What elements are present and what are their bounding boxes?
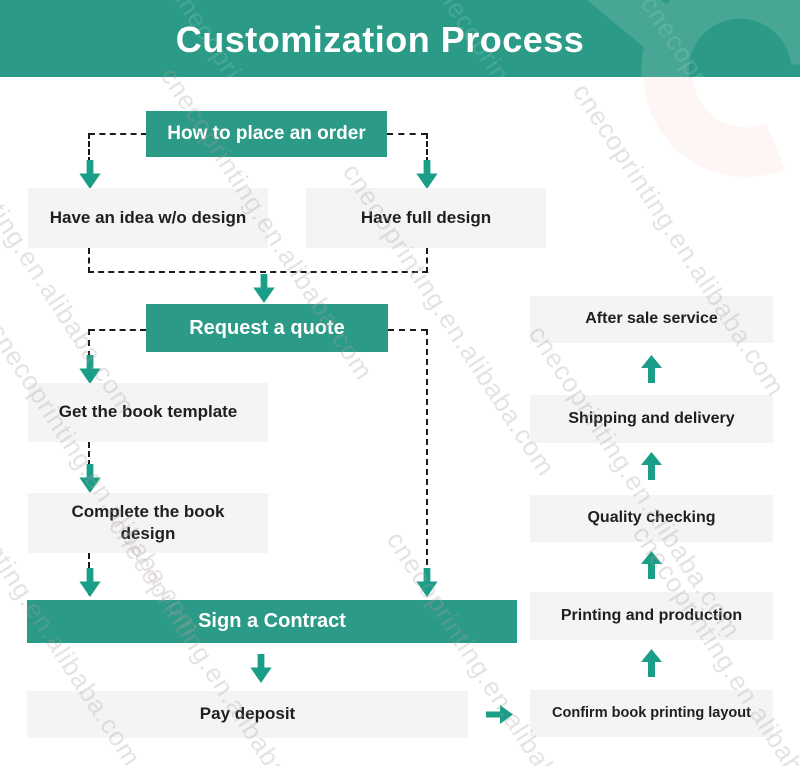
node-have-full-design: Have full design [306, 188, 546, 248]
node-label: Complete the book design [71, 501, 225, 543]
node-get-the-book-template: Get the book template [28, 383, 268, 442]
dashed-connector [388, 329, 427, 331]
arrow-down-icon [79, 160, 101, 189]
watermark-text: cnecoprinting.en.alibaba.com [0, 96, 142, 420]
arrow-up-icon [641, 452, 662, 480]
node-label: Request a quote [189, 316, 345, 339]
arrow-down-icon [79, 568, 101, 597]
node-label: How to place an order [167, 123, 366, 144]
dashed-connector [88, 329, 90, 357]
node-label: Have an idea w/o design [49, 207, 247, 227]
dashed-connector [88, 442, 90, 466]
node-label: Have full design [360, 207, 492, 227]
arrow-up-icon [641, 649, 662, 677]
arrow-down-icon [79, 355, 101, 384]
arrow-up-icon [641, 355, 662, 383]
node-label: Pay deposit [199, 704, 296, 724]
node-label: Shipping and delivery [568, 409, 735, 427]
dashed-connector [89, 133, 147, 135]
node-label: After sale service [585, 310, 718, 328]
node-quality-checking: Quality checking [530, 495, 773, 542]
header-banner: cnecoprinting.en.alibaba.com cnecoprinti… [0, 0, 800, 77]
watermark-text: cnecoprinting.en.alibaba.com [566, 78, 792, 402]
dashed-connector [88, 133, 90, 163]
node-after-sale-service: After sale service [530, 296, 773, 343]
dashed-connector [89, 329, 146, 331]
node-confirm-book-printing-layout: Confirm book printing layout [530, 690, 773, 737]
node-printing-and-production: Printing and production [530, 592, 773, 640]
node-label: Get the book template [58, 402, 238, 422]
node-complete-the-book-design: Complete the book design [28, 493, 268, 553]
node-label: Quality checking [587, 509, 716, 527]
arrow-down-icon [416, 160, 438, 189]
arrow-down-icon [416, 568, 438, 597]
arrow-up-icon [641, 551, 662, 579]
dashed-connector [426, 248, 428, 273]
dashed-connector [88, 248, 90, 273]
node-pay-deposit: Pay deposit [27, 691, 468, 738]
node-label: Sign a Contract [198, 610, 346, 632]
arrow-right-icon [486, 705, 513, 724]
dashed-connector [88, 271, 428, 273]
node-shipping-and-delivery: Shipping and delivery [530, 395, 773, 443]
node-how-to-place-an-order: How to place an order [146, 111, 387, 157]
node-label: Printing and production [560, 606, 743, 624]
arrow-down-icon [253, 274, 275, 303]
arrow-down-icon [250, 654, 272, 683]
node-request-a-quote: Request a quote [146, 304, 388, 352]
node-label: Confirm book printing layout [552, 705, 751, 722]
watermark-text: cnecoprinting.en.alibaba.com [0, 318, 208, 642]
arrow-down-icon [79, 464, 101, 493]
dashed-connector [426, 133, 428, 163]
dashed-connector [426, 329, 428, 595]
page-title: Customization Process [175, 19, 585, 60]
dashed-connector [387, 133, 427, 135]
node-have-an-idea-wo-design: Have an idea w/o design [28, 188, 268, 248]
node-sign-a-contract: Sign a Contract [27, 600, 517, 643]
